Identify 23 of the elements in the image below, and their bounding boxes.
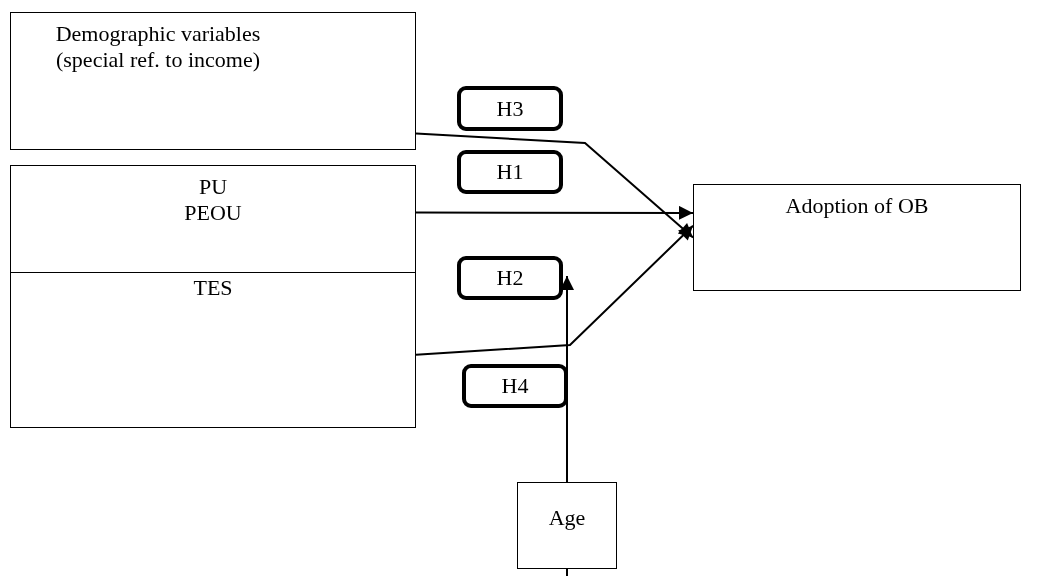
node-label: Age — [547, 505, 587, 531]
node-label: Demographic variables (special ref. to income) — [54, 21, 262, 73]
variable-box — [10, 165, 416, 273]
variable-box — [517, 482, 617, 569]
hypothesis-label-box — [457, 150, 563, 194]
variable-box — [10, 12, 416, 150]
arrow — [415, 132, 694, 239]
variable-box — [693, 184, 1021, 291]
node-label: TES — [192, 275, 234, 301]
node-label: H3 — [496, 95, 524, 122]
connector-line — [566, 568, 568, 576]
node-label: PU — [197, 174, 229, 200]
variable-box — [10, 272, 416, 428]
node-label: H4 — [501, 373, 529, 399]
node-label: Adoption of OB — [784, 193, 930, 219]
arrow — [415, 224, 694, 356]
node-label: H1 — [496, 159, 524, 185]
node-label: H2 — [496, 265, 524, 291]
arrow — [415, 205, 694, 220]
hypothesis-label-box — [457, 86, 563, 131]
node-label: PEOU — [183, 200, 243, 226]
hypothesis-label-box — [462, 364, 568, 408]
hypothesis-label-box — [457, 256, 563, 300]
